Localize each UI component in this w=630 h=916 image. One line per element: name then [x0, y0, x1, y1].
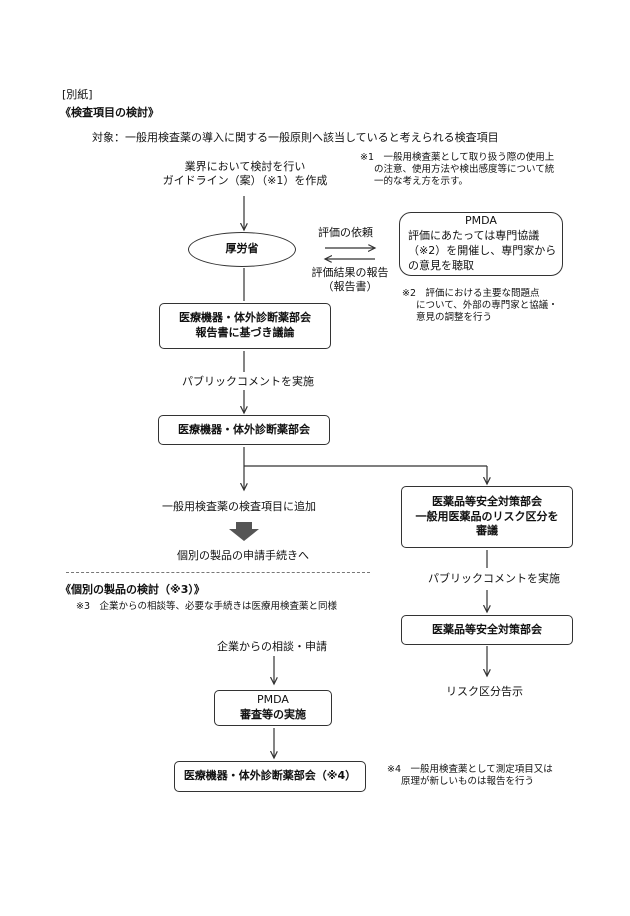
add-items-label: 一般用検査薬の検査項目に追加: [162, 500, 316, 513]
committee-report-line1: 医療機器・体外診断薬部会: [179, 311, 311, 325]
safety-committee-2-box: 医薬品等安全対策部会: [401, 615, 573, 645]
pmda-line2: （※2）を開催し、専門家から: [408, 244, 557, 257]
note4: ※4 一般用検査薬として測定項目又は 原理が新しいものは報告を行う: [387, 764, 553, 788]
section-divider: [66, 572, 370, 573]
safety-committee-box: 医薬品等安全対策部会 一般用医薬品のリスク区分を 審議: [401, 486, 573, 548]
mhlw-node: 厚労省: [188, 232, 296, 267]
note1-line2: の注意、使用方法や検出感度等について統: [374, 163, 555, 175]
note2-line2: について、外部の専門家と協議・: [416, 299, 558, 311]
consult-label: 企業からの相談・申請: [217, 640, 327, 653]
safety-committee-line3: 審議: [476, 524, 498, 538]
committee-report-line2: 報告書に基づき議論: [195, 326, 295, 339]
risk-notice-label: リスク区分告示: [446, 685, 523, 698]
pmda-review-title: PMDA: [257, 693, 289, 707]
safety-committee-2-label: 医薬品等安全対策部会: [432, 622, 542, 636]
down-arrow-shape: [229, 522, 259, 541]
pmda-title: PMDA: [465, 214, 497, 228]
safety-committee-line1: 医薬品等安全対策部会: [432, 494, 542, 508]
note1: ※1 一般用検査薬として取り扱う際の使用上 の注意、使用方法や検出感度等について…: [360, 152, 554, 188]
pmda-line1: 評価にあたっては専門協議: [408, 229, 540, 243]
mhlw-label: 厚労省: [225, 242, 259, 256]
procedure-label: 個別の製品の申請手続きへ: [177, 549, 309, 562]
note1-line1: ※1 一般用検査薬として取り扱う際の使用上: [360, 152, 555, 163]
pmda-review-label: 審査等の実施: [240, 708, 306, 721]
public-comment-2: パブリックコメントを実施: [428, 572, 560, 585]
note4-line2: 原理が新しいものは報告を行う: [401, 775, 535, 787]
report-result-label: 評価結果の報告 （報告書）: [300, 266, 400, 294]
industry-guideline: 業界において検討を行い ガイドライン（案）（※1）を作成: [150, 160, 340, 188]
note2-line3: 意見の調整を行う: [416, 311, 493, 323]
committee-box: 医療機器・体外診断薬部会: [158, 415, 330, 445]
attachment-label: [別紙]: [62, 88, 93, 101]
committee-final-label: 医療機器・体外診断薬部会（※4）: [183, 769, 357, 783]
note2: ※2 評価における主要な問題点 について、外部の専門家と協議・ 意見の調整を行う: [402, 288, 558, 324]
pmda-line3: の意見を聴取: [408, 258, 474, 272]
committee-report-box: 医療機器・体外診断薬部会 報告書に基づき議論: [159, 303, 331, 349]
note1-line3: 一的な考え方を示す。: [374, 175, 469, 187]
pmda-review-box: PMDA 審査等の実施: [214, 690, 332, 726]
committee-label: 医療機器・体外診断薬部会: [178, 422, 310, 436]
section1-title: 《検査項目の検討》: [60, 106, 159, 119]
note3: ※3 企業からの相談等、必要な手続きは医療用検査薬と同様: [76, 601, 338, 612]
request-eval-label: 評価の依頼: [318, 226, 373, 239]
note2-line1: ※2 評価における主要な問題点: [402, 288, 540, 299]
subject-line: 対象：一般用検査薬の導入に関する一般原則へ該当していると考えられる検査項目: [92, 131, 499, 144]
committee-final-box: 医療機器・体外診断薬部会（※4）: [174, 761, 366, 792]
section2-title: 《個別の製品の検討（※3）》: [60, 583, 205, 596]
report-result-line2: （報告書）: [322, 279, 378, 293]
safety-committee-line2: 一般用医薬品のリスク区分を: [415, 509, 559, 523]
public-comment-1: パブリックコメントを実施: [182, 375, 314, 388]
industry-line1: 業界において検討を行い: [184, 160, 306, 173]
note4-line1: ※4 一般用検査薬として測定項目又は: [387, 764, 553, 775]
industry-line2: ガイドライン（案）（※1）を作成: [162, 173, 328, 187]
report-result-line1: 評価結果の報告: [311, 266, 389, 279]
pmda-eval-box: PMDA 評価にあたっては専門協議 （※2）を開催し、専門家から の意見を聴取: [399, 212, 563, 276]
